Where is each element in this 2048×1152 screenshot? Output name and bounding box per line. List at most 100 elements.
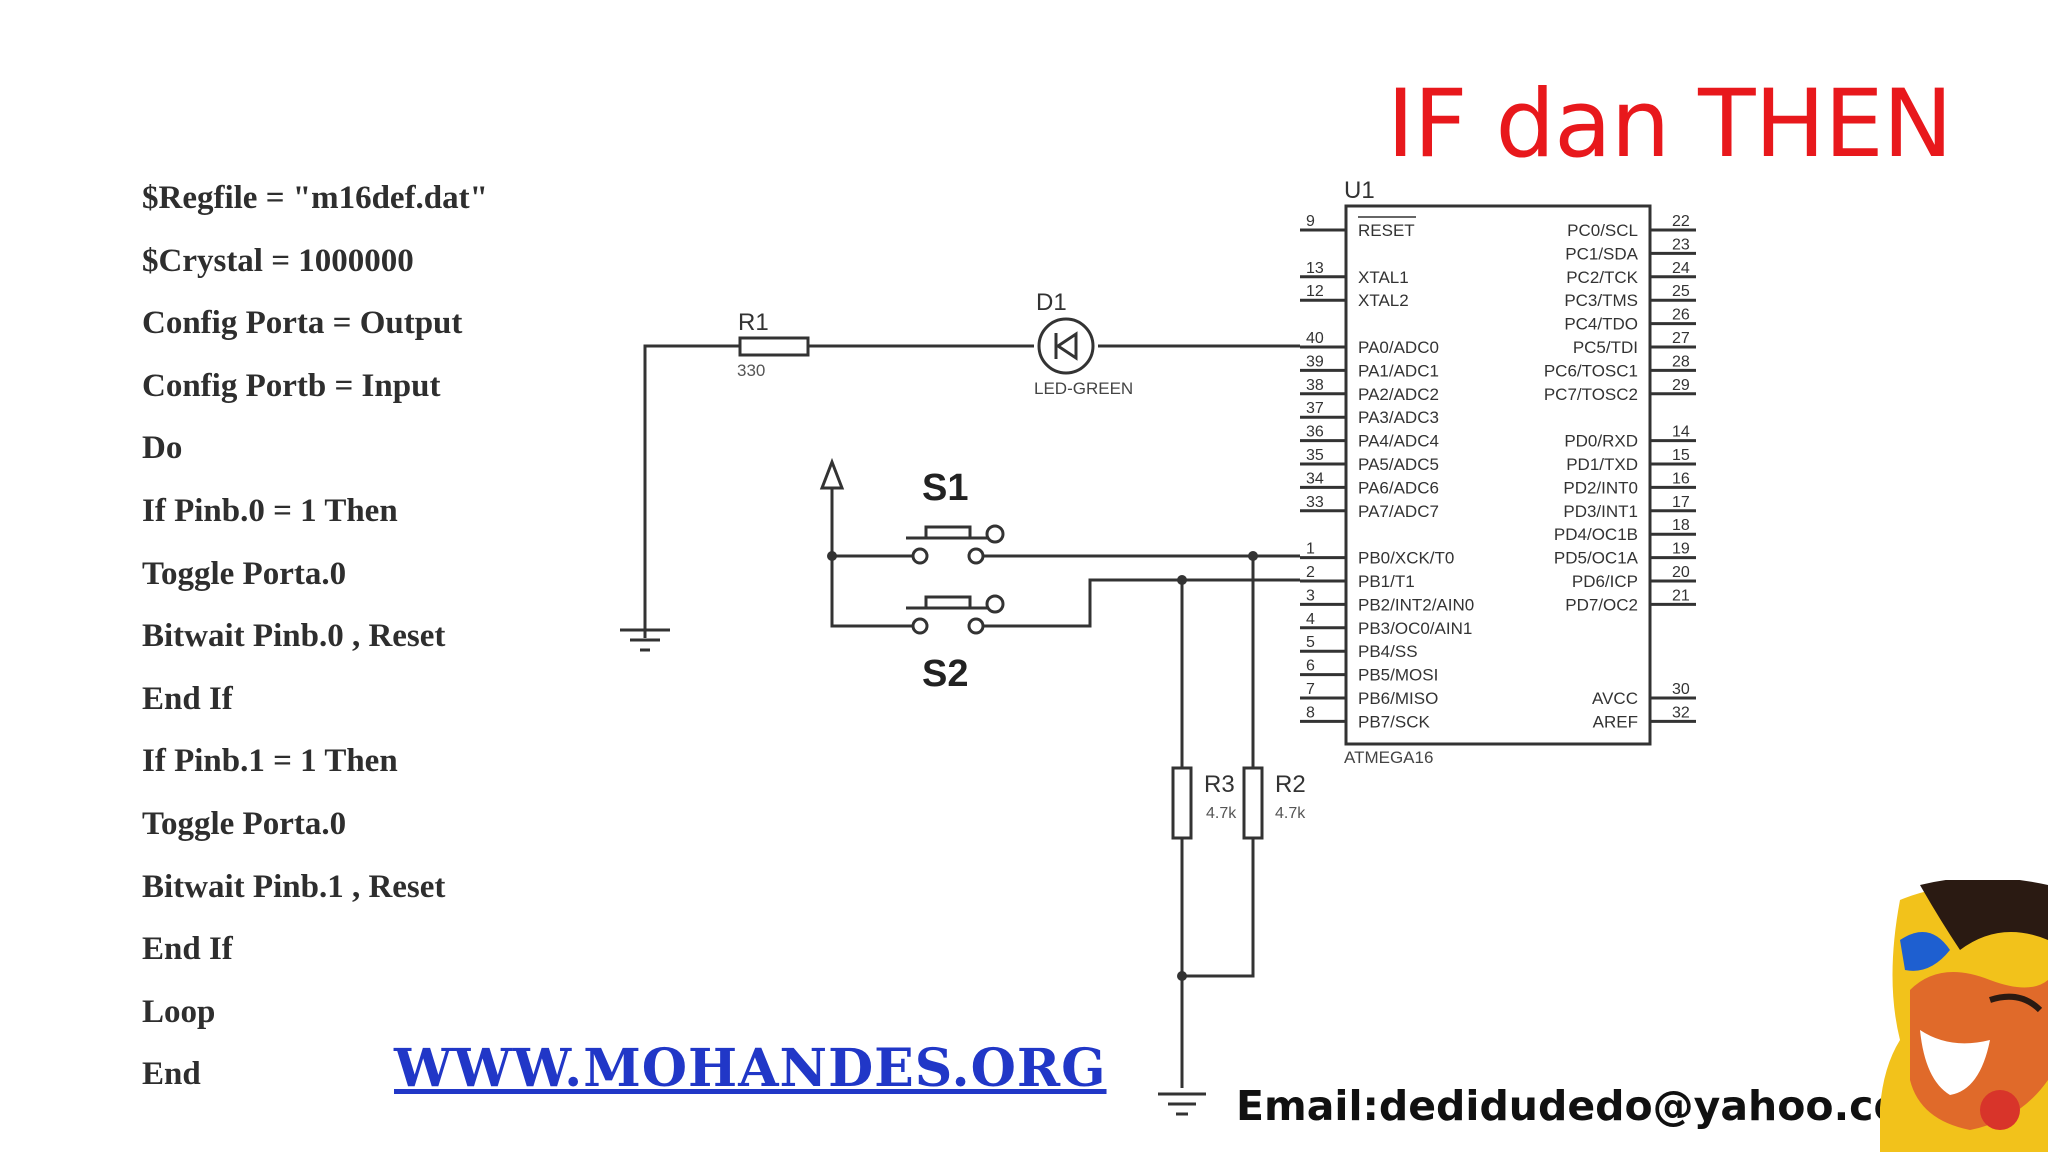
pin-name: PA7/ADC7	[1358, 502, 1439, 521]
pin-name: PD5/OC1A	[1554, 549, 1639, 568]
website-link[interactable]: WWW.MOHANDES.ORG	[394, 1038, 1107, 1099]
slide-title: IF dan THEN	[1386, 70, 1953, 179]
chip-pin: 3 PB2/INT2/AIN0	[1300, 587, 1474, 614]
r3-value: 4.7k	[1206, 805, 1237, 822]
junction-dot	[827, 551, 837, 561]
email-address: Email:dedidudedo@yahoo.com	[1236, 1082, 1945, 1130]
switch-s2	[906, 594, 1005, 635]
wire	[976, 578, 1300, 628]
s2-ref: S2	[922, 653, 968, 695]
chip-pin: 18 PD4/OC1B	[1554, 517, 1696, 544]
junction-dot	[1248, 551, 1258, 561]
chip-part: ATMEGA16	[1344, 748, 1433, 767]
pin-number: 16	[1672, 470, 1690, 487]
pin-name: PD0/RXD	[1564, 432, 1638, 451]
pin-name: PD1/TXD	[1566, 455, 1638, 474]
pin-number: 19	[1672, 541, 1690, 558]
pin-name: PB2/INT2/AIN0	[1358, 595, 1474, 614]
pin-number: 39	[1306, 353, 1324, 370]
d1-value: LED-GREEN	[1034, 379, 1133, 398]
pin-name: PD6/ICP	[1572, 572, 1638, 591]
chip-body	[1344, 204, 1652, 746]
chip-pin: 39 PA1/ADC1	[1300, 353, 1439, 380]
code-line: $Crystal = 1000000	[142, 242, 414, 279]
power-arrow-icon	[819, 457, 845, 490]
pin-name: PC6/TOSC1	[1544, 361, 1638, 380]
code-line: Do	[142, 430, 183, 467]
pin-name: PC7/TOSC2	[1544, 385, 1638, 404]
junctions	[827, 551, 1258, 981]
code-line: Config Portb = Input	[142, 367, 441, 404]
pin-number: 23	[1672, 236, 1690, 253]
r2-ref: R2	[1275, 771, 1306, 798]
avatar	[1880, 880, 2048, 1152]
chip-pin: 19 PD5/OC1A	[1554, 541, 1696, 568]
pin-number: 3	[1306, 587, 1315, 604]
pin-number: 17	[1672, 494, 1690, 511]
wire	[830, 556, 920, 628]
pin-name: PC3/TMS	[1564, 291, 1638, 310]
pin-name: PD7/OC2	[1565, 595, 1638, 614]
pin-name: PC5/TDI	[1573, 338, 1638, 357]
pin-number: 1	[1306, 541, 1315, 558]
pin-number: 37	[1306, 400, 1324, 417]
pin-name: PA6/ADC6	[1358, 478, 1439, 497]
r3-ref: R3	[1204, 771, 1235, 798]
pin-number: 8	[1306, 704, 1315, 721]
pin-name: PC1/SDA	[1565, 244, 1638, 263]
pin-number: 7	[1306, 681, 1315, 698]
pin-number: 14	[1672, 424, 1690, 441]
pin-number: 21	[1672, 587, 1690, 604]
pin-name: PA2/ADC2	[1358, 385, 1439, 404]
wires	[643, 344, 1300, 1088]
pin-name: PC2/TCK	[1566, 268, 1638, 287]
wire	[1182, 838, 1255, 978]
pin-name: PB5/MOSI	[1358, 666, 1438, 685]
resistor-r2	[1242, 766, 1264, 840]
pin-name: PC4/TDO	[1564, 315, 1638, 334]
pin-name: AREF	[1593, 712, 1638, 731]
junction-dot	[1177, 575, 1187, 585]
pin-number: 13	[1306, 260, 1324, 277]
resistor-r3	[1171, 766, 1193, 840]
code-line: $Regfile = "m16def.dat"	[142, 180, 488, 216]
r2-value: 4.7k	[1275, 805, 1306, 822]
pin-name: PB4/SS	[1358, 642, 1418, 661]
chip-pin: 23 PC1/SDA	[1565, 236, 1696, 263]
pin-number: 12	[1306, 283, 1324, 300]
pin-name: PB1/T1	[1358, 572, 1415, 591]
pin-name: PA1/ADC1	[1358, 361, 1439, 380]
pin-name: PD4/OC1B	[1554, 525, 1638, 544]
s1-ref: S1	[922, 467, 968, 509]
pin-number: 2	[1306, 564, 1315, 581]
pin-number: 15	[1672, 447, 1690, 464]
wire	[643, 344, 740, 638]
switch-s1	[906, 524, 1005, 565]
pin-name: XTAL2	[1358, 291, 1409, 310]
ground-symbol	[1158, 1092, 1206, 1116]
chip-ref: U1	[1344, 177, 1375, 204]
code-listing: $Regfile = "m16def.dat" $Crystal = 10000…	[142, 172, 488, 1111]
pin-number: 26	[1672, 307, 1690, 324]
chip-pin: 12 XTAL2	[1300, 283, 1409, 310]
pin-number: 40	[1306, 330, 1324, 347]
ground-symbol	[620, 628, 670, 652]
pin-name: XTAL1	[1358, 268, 1409, 287]
pin-number: 18	[1672, 517, 1690, 534]
code-line: Config Porta = Output	[142, 305, 463, 342]
